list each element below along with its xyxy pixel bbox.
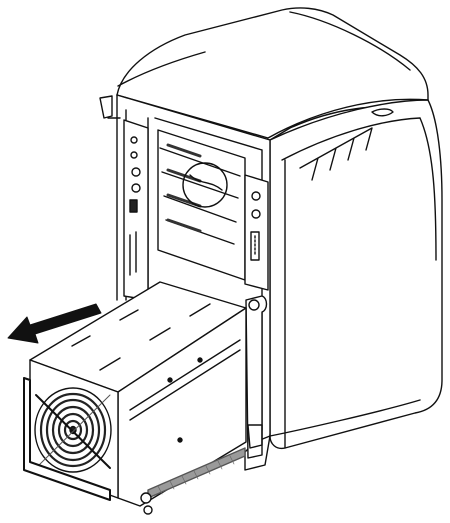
psu-handle <box>23 377 111 501</box>
front-bezel-left-edge <box>107 94 121 301</box>
screw-icon <box>167 377 173 383</box>
removal-arrow <box>7 303 102 344</box>
side-panel-edge <box>269 159 421 449</box>
latch-icon <box>99 95 113 119</box>
card-slot-shadow <box>166 143 202 233</box>
connector-icon <box>130 151 138 159</box>
chassis-rail <box>245 295 268 459</box>
connector-icon <box>251 191 261 201</box>
internal-fan-blade <box>189 174 223 191</box>
fan-grille-icon <box>34 387 112 473</box>
rail-latch <box>247 424 263 449</box>
arrow-left-icon <box>7 303 102 344</box>
internal-fan <box>182 162 228 208</box>
card-slot <box>159 147 241 245</box>
side-vent <box>299 127 373 181</box>
psu-foot <box>143 505 153 515</box>
psu-right-ridge <box>129 339 241 421</box>
connector-icon <box>130 136 138 144</box>
psu-top-detail <box>71 303 211 371</box>
connector-icon <box>251 209 261 219</box>
connector-icon <box>131 167 141 177</box>
psu-foot <box>140 492 152 504</box>
connector-icon <box>129 199 138 213</box>
side-logo <box>371 108 394 117</box>
side-panel-curve <box>281 117 437 261</box>
chassis-right-side <box>269 99 443 450</box>
power-supply-module <box>23 281 247 515</box>
rail-left <box>245 295 268 459</box>
screw-icon <box>177 437 183 443</box>
psu-slide-hatch <box>157 455 235 495</box>
io-panel <box>99 95 149 301</box>
connector-icon <box>131 183 141 193</box>
rail-knob <box>248 299 260 311</box>
connector-strip <box>244 174 269 291</box>
screw-icon <box>197 357 203 363</box>
handle-slot <box>129 231 137 276</box>
top-cover-crease <box>117 11 411 87</box>
